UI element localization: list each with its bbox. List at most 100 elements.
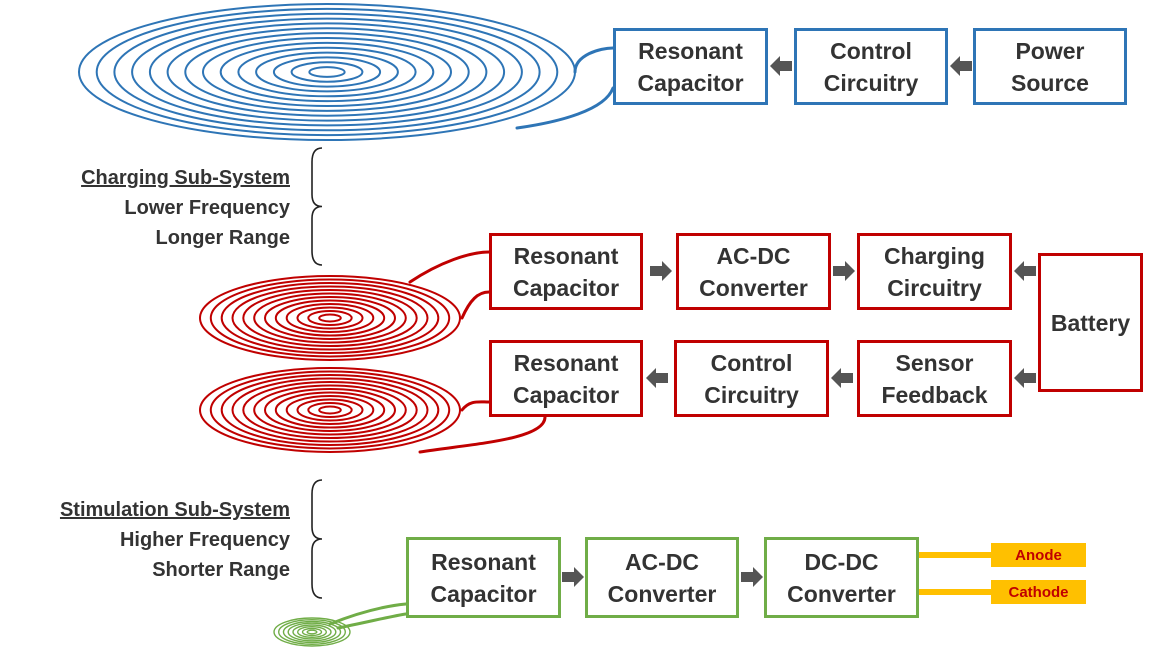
stimulator-coil-turn	[287, 622, 337, 642]
stimulator-coil-turn	[278, 619, 347, 646]
cathode-label: Cathode	[1008, 583, 1069, 601]
external-charging-coil-turn	[272, 56, 382, 88]
anode-electrode: Anode	[991, 543, 1086, 567]
implant-stimulation-coil-turn	[307, 402, 353, 418]
battery-box: Battery	[1038, 253, 1143, 392]
external-charging-coil-turn	[255, 51, 399, 93]
coil-layer	[78, 3, 576, 647]
implant-charging-coil-turn	[253, 292, 407, 344]
power-source-label: Power Source	[1011, 37, 1089, 96]
implant-stimulation-coil-turn	[253, 384, 407, 436]
external-coil-lead-bottom	[515, 86, 615, 130]
arrow-resonant-to-acdc-implant	[650, 261, 672, 281]
implant-resonant-capacitor-charging-label: Resonant Capacitor	[512, 242, 620, 301]
implant-ac-dc-converter-box: AC-DC Converter	[676, 233, 831, 310]
stimulator-ac-dc-converter-label: AC-DC Converter	[607, 548, 717, 607]
implant-charging-coil-lead-bottom	[460, 290, 491, 320]
implant-charging-coil-turn	[274, 299, 386, 337]
arrow-acdc-to-charging-implant	[833, 261, 855, 281]
external-charging-coil-turn	[202, 37, 452, 107]
stimulator-coil-lead-top	[328, 602, 408, 626]
external-charging-coil-turn	[166, 27, 488, 117]
external-control-circuitry-label: Control Circuitry	[823, 37, 919, 96]
sensor-feedback-box: Sensor Feedback	[857, 340, 1012, 417]
implant-resonant-capacitor-charging-box: Resonant Capacitor	[489, 233, 643, 310]
implant-stimulation-coil-turn	[296, 398, 364, 422]
implant-stimulation-coil-turn	[264, 388, 396, 432]
arrow-resonant-to-acdc-stimulator	[562, 567, 584, 587]
implant-charging-coil-turn	[199, 275, 461, 361]
stimulation-subsystem-brace	[311, 479, 323, 599]
stimulator-dc-dc-converter-box: DC-DC Converter	[764, 537, 919, 618]
implant-stimulation-coil-turn	[285, 395, 375, 425]
implant-charging-coil-turn	[296, 306, 364, 330]
external-charging-coil-turn	[184, 32, 470, 112]
stimulator-coil-turn	[282, 620, 342, 644]
arrow-control-to-resonant-external	[770, 56, 792, 76]
charging-subsystem-heading: Charging Sub-System	[81, 167, 290, 189]
external-resonant-capacitor-box: Resonant Capacitor	[613, 28, 768, 105]
stimulator-dc-dc-converter-label: DC-DC Converter	[787, 548, 896, 607]
external-charging-coil-turn	[290, 61, 364, 83]
stimulator-resonant-capacitor-box: Resonant Capacitor	[406, 537, 561, 618]
battery-label: Battery	[1050, 309, 1131, 336]
implant-charging-coil	[199, 275, 461, 361]
stimulator-coil-turn	[306, 629, 318, 635]
external-control-circuitry-box: Control Circuitry	[794, 28, 948, 105]
stimulator-coil-turn	[301, 627, 323, 637]
cathode-electrode: Cathode	[991, 580, 1086, 604]
implant-stimulation-coil-turn	[242, 381, 418, 439]
implant-charging-coil-turn	[242, 289, 418, 347]
implant-control-circuitry-label: Control Circuitry	[704, 349, 799, 408]
implant-stimulation-coil	[199, 367, 461, 453]
external-charging-coil-turn	[131, 17, 523, 127]
charging-circuitry-label: Charging Circuitry	[884, 242, 985, 301]
stimulation-subsystem-frequency: Higher Frequency	[119, 529, 290, 551]
arrow-layer	[562, 56, 1036, 587]
external-charging-coil-turn	[95, 7, 559, 137]
arrow-control-to-resonant-implant	[646, 368, 668, 388]
stimulator-resonant-capacitor-label: Resonant Capacitor	[430, 548, 537, 607]
implant-stimulation-coil-turn	[274, 391, 386, 429]
stimulation-subsystem-range: Shorter Range	[152, 559, 290, 581]
implant-charging-coil-turn	[307, 310, 353, 326]
implant-charging-coil-turn	[220, 282, 440, 354]
arrow-battery-to-sensor	[1014, 368, 1036, 388]
implant-stimulation-coil-turn	[209, 370, 451, 450]
stimulator-coil-lead-bottom	[336, 612, 408, 630]
implant-stimulation-coil-turn	[199, 367, 461, 453]
external-charging-coil-turn	[148, 22, 506, 122]
external-charging-coil-turn	[219, 41, 435, 103]
implant-charging-coil-lead-top	[408, 250, 491, 284]
power-source-box: Power Source	[973, 28, 1127, 105]
arrow-charging-to-battery	[1014, 261, 1036, 281]
implant-charging-coil-turn	[264, 296, 396, 340]
arrow-power-to-control-external	[950, 56, 972, 76]
implant-charging-coil-turn	[209, 278, 451, 358]
charging-circuitry-box: Charging Circuitry	[857, 233, 1012, 310]
implant-stim-coil-lead-bottom	[418, 415, 547, 454]
stimulator-coil	[273, 617, 351, 647]
stimulator-coil-turn	[297, 626, 328, 639]
implant-control-circuitry-box: Control Circuitry	[674, 340, 829, 417]
implant-resonant-capacitor-stim-box: Resonant Capacitor	[489, 340, 643, 417]
wire-layer	[328, 46, 994, 630]
external-charging-coil-turn	[237, 46, 417, 98]
implant-stim-coil-lead-top	[460, 400, 491, 412]
sensor-feedback-label: Sensor Feedback	[881, 349, 988, 408]
implant-resonant-capacitor-stim-label: Resonant Capacitor	[512, 349, 620, 408]
charging-subsystem-label: Charging Sub-System Lower Frequency Long…	[20, 163, 290, 253]
external-charging-coil-turn	[113, 12, 541, 132]
stimulator-ac-dc-converter-box: AC-DC Converter	[585, 537, 739, 618]
brace-layer	[311, 147, 323, 599]
implant-charging-coil-turn	[285, 303, 375, 333]
charging-subsystem-frequency: Lower Frequency	[124, 197, 290, 219]
external-resonant-capacitor-label: Resonant Capacitor	[637, 37, 744, 96]
stimulation-subsystem-label: Stimulation Sub-System Higher Frequency …	[0, 495, 290, 585]
implant-stimulation-coil-turn	[220, 374, 440, 446]
stimulator-coil-turn	[273, 617, 351, 647]
charging-subsystem-brace	[311, 147, 323, 266]
stimulator-coil-turn	[292, 624, 332, 640]
implant-charging-coil-turn	[231, 285, 429, 351]
